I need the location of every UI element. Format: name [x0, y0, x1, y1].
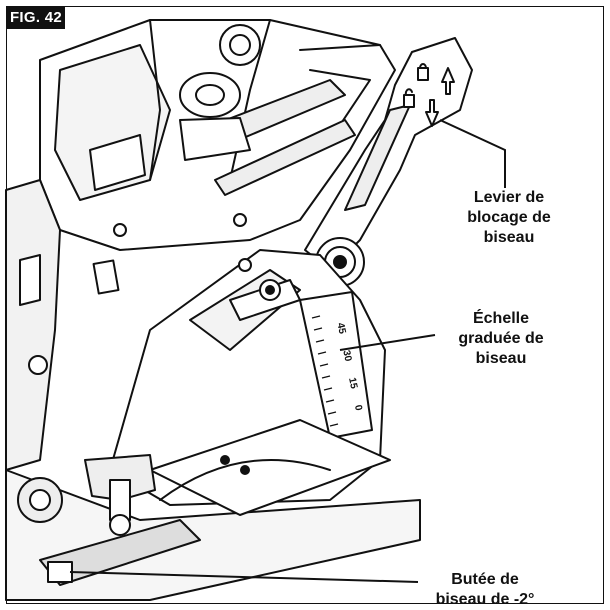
lock-icon: [417, 67, 429, 81]
bevel-scale-ticks: [311, 315, 339, 427]
bevel-lock-lever-label: Levier de blocage de biseau: [448, 188, 570, 248]
bevel-lock-label-line-2: blocage de: [467, 209, 551, 226]
motor-side: [5, 179, 61, 471]
leader-bevel-stop: [69, 571, 419, 583]
figure-number-badge: FIG. 42: [7, 7, 65, 29]
bevel-lock-label-line-1: Levier de: [473, 189, 545, 206]
bevel-scale-label-line-1: Échelle: [472, 310, 530, 327]
bevel-lock-label-line-3: biseau: [483, 229, 535, 246]
bevel-stop-label-line-1: Butée de: [451, 571, 519, 588]
bevel-stop-label-line-2: biseau de -2°: [435, 591, 535, 608]
arrow-down-icon: [425, 99, 439, 127]
turntable-arc: [159, 459, 331, 501]
scale-mark-15: 15: [346, 377, 359, 391]
leader-bevel-scale: [339, 334, 436, 351]
leader-bevel-lock: [439, 119, 506, 188]
bevel-scale-label-line-3: biseau: [475, 350, 527, 367]
bevel-stop-label: Butée de biseau de -2°: [420, 570, 550, 610]
bevel-scale-label: Échelle graduée de biseau: [437, 309, 565, 369]
scale-mark-30: 30: [340, 349, 353, 363]
bevel-scale-label-line-2: graduée de: [458, 330, 544, 347]
bevel-stop-screw: [47, 561, 73, 583]
scale-mark-0: 0: [352, 404, 364, 412]
unlock-icon: [403, 94, 415, 108]
scale-mark-45: 45: [334, 322, 347, 336]
arrow-up-icon: [441, 67, 455, 95]
bevel-stop-bracket: [84, 454, 156, 501]
